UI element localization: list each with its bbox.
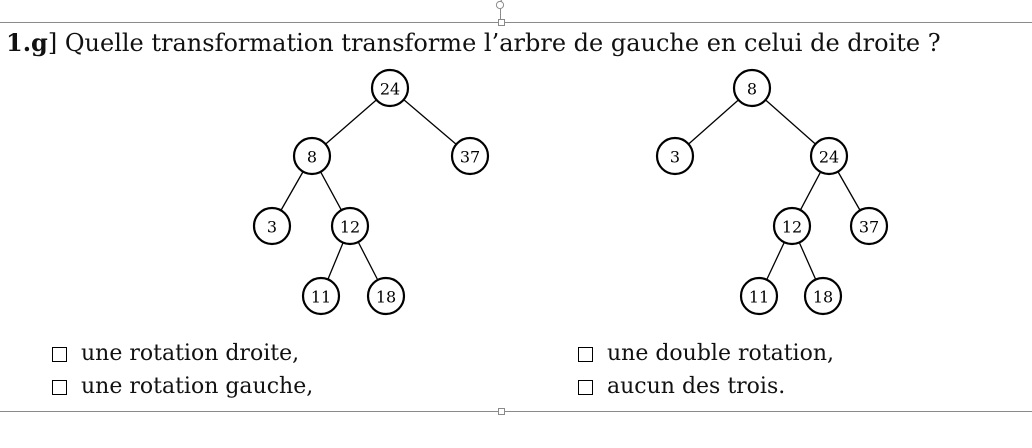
left-tree-node-11: 11 <box>301 276 341 316</box>
right-tree-node-3: 3 <box>655 136 695 176</box>
frame-bottom-border <box>0 411 1032 412</box>
node-label: 18 <box>376 288 396 307</box>
resize-handle-bottom[interactable] <box>498 408 505 415</box>
left-tree-edge <box>325 99 377 145</box>
checkbox[interactable] <box>52 379 67 395</box>
right-tree-edge <box>798 242 817 280</box>
choice-rotation-droite[interactable]: une rotation droite, <box>52 340 299 368</box>
right-tree-node-12: 12 <box>772 206 812 246</box>
right-tree-node-37: 37 <box>849 206 889 246</box>
right-tree-edge <box>766 242 785 280</box>
choice-label: une double rotation, <box>607 341 834 366</box>
node-label: 37 <box>859 218 879 237</box>
node-label: 3 <box>670 148 680 167</box>
node-label: 8 <box>307 148 317 167</box>
node-label: 18 <box>813 288 833 307</box>
left-tree-node-3: 3 <box>252 206 292 246</box>
right-tree-node-18: 18 <box>803 276 843 316</box>
choice-label: aucun des trois. <box>607 374 786 399</box>
checkbox[interactable] <box>578 346 593 362</box>
node-label: 24 <box>819 148 839 167</box>
right-tree-edge <box>799 171 822 211</box>
node-label: 11 <box>749 288 769 307</box>
right-tree-node-8: 8 <box>732 68 772 108</box>
choice-label: une rotation gauche, <box>81 374 314 399</box>
node-label: 3 <box>267 218 277 237</box>
right-tree-node-24: 24 <box>809 136 849 176</box>
question-heading: 1.g] Quelle transformation transforme l’… <box>6 27 941 59</box>
left-tree-node-8: 8 <box>292 136 332 176</box>
node-label: 8 <box>747 80 757 99</box>
node-label: 12 <box>782 218 802 237</box>
left-tree-edge <box>357 241 379 281</box>
right-tree-node-11: 11 <box>739 276 779 316</box>
left-tree-node-24: 24 <box>370 68 410 108</box>
checkbox[interactable] <box>578 379 593 395</box>
choice-aucun[interactable]: aucun des trois. <box>578 373 785 401</box>
left-tree-node-18: 18 <box>366 276 406 316</box>
frame-top-border <box>0 22 1032 23</box>
left-tree-edge <box>280 171 304 211</box>
node-label: 12 <box>340 218 360 237</box>
left-tree-node-12: 12 <box>330 206 370 246</box>
question-number: 1.g <box>6 28 48 57</box>
left-tree-edge <box>403 99 457 145</box>
right-tree-edge <box>837 171 861 211</box>
question-bracket: ] <box>47 29 58 57</box>
question-text: Quelle transformation transforme l’arbre… <box>64 29 941 57</box>
choice-label: une rotation droite, <box>81 341 300 366</box>
node-label: 11 <box>311 288 331 307</box>
node-label: 37 <box>460 148 480 167</box>
resize-handle-top[interactable] <box>498 19 505 26</box>
node-label: 24 <box>380 80 400 99</box>
choice-rotation-gauche[interactable]: une rotation gauche, <box>52 373 313 401</box>
left-tree-edge <box>320 171 342 211</box>
right-tree-edge <box>765 99 816 145</box>
choice-double-rotation[interactable]: une double rotation, <box>578 340 834 368</box>
checkbox[interactable] <box>52 346 67 362</box>
rotate-handle-stem <box>500 9 501 19</box>
left-tree-edge <box>327 242 344 280</box>
rotate-handle-icon[interactable] <box>495 0 505 10</box>
right-tree-edge <box>688 99 739 145</box>
left-tree-node-37: 37 <box>450 136 490 176</box>
